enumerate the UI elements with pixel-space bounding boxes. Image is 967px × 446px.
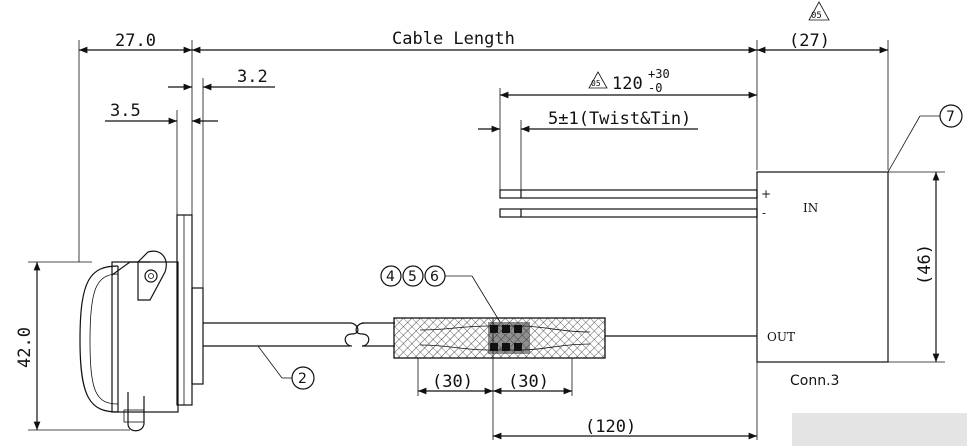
balloon-4-label: 4 — [386, 269, 395, 285]
cable-length-label: Cable Length — [392, 29, 515, 49]
right-box-height-label: (46) — [915, 244, 935, 285]
flange-thickness-label: 3.5 — [110, 101, 141, 121]
dim-connector-height: 42.0 — [15, 261, 130, 431]
dim-cable-length: 27.0 Cable Length — [78, 29, 758, 262]
strip-length-label: 5±1(Twist&Tin) — [548, 109, 691, 129]
dim-flange-offset: 3.2 — [168, 67, 275, 288]
wire-length-sup: +30 — [648, 67, 670, 81]
dim-wire-length: 05 120 +30 -0 — [499, 67, 757, 195]
out-label: OUT — [767, 330, 795, 344]
dim-right-box-height: (46) — [888, 171, 945, 363]
revision-triangle-label-2: 05 — [591, 79, 601, 88]
sleeve-right-label: (30) — [508, 372, 549, 392]
sleeve-total-label: (120) — [585, 417, 636, 437]
wire-length-sub: -0 — [648, 81, 662, 95]
heat-shrink-sleeve — [393, 317, 606, 440]
dim-sleeve: (30) (30) — [417, 358, 573, 396]
dim-strip-length: 5±1(Twist&Tin) — [478, 109, 698, 195]
balloons-4-5-6: 4 5 6 — [380, 265, 501, 323]
panel-connector — [79, 214, 204, 432]
in-label: IN — [803, 201, 818, 215]
balloon-2-label: 2 — [298, 371, 307, 387]
balloon-7-label: 7 — [946, 109, 955, 125]
dim-flange-thickness: 3.5 — [105, 101, 218, 215]
balloon-2: 2 — [257, 345, 315, 390]
conn-label: Conn.3 — [790, 373, 839, 389]
connector-width-label: 27.0 — [115, 31, 156, 51]
dim-sleeve-total: (120) — [493, 358, 758, 440]
wire-length-label: 120 — [612, 74, 643, 94]
dim-right-box-width: 05 (27) — [757, 1, 889, 170]
revision-triangle-label: 05 — [811, 11, 822, 21]
balloon-7: 7 — [887, 104, 963, 173]
balloon-6-label: 6 — [430, 269, 439, 285]
right-box-width-label: (27) — [789, 31, 830, 51]
main-cable — [203, 322, 395, 347]
plus-label: + — [761, 187, 771, 201]
in-wires — [499, 189, 758, 218]
minus-label: - — [762, 206, 766, 220]
sleeve-left-label: (30) — [432, 372, 473, 392]
balloon-5-label: 5 — [408, 269, 417, 285]
corner-shade — [792, 413, 967, 446]
connector-height-label: 42.0 — [15, 327, 35, 368]
connector-3-box: + - IN OUT Conn.3 — [756, 171, 889, 389]
flange-offset-label: 3.2 — [237, 67, 268, 87]
